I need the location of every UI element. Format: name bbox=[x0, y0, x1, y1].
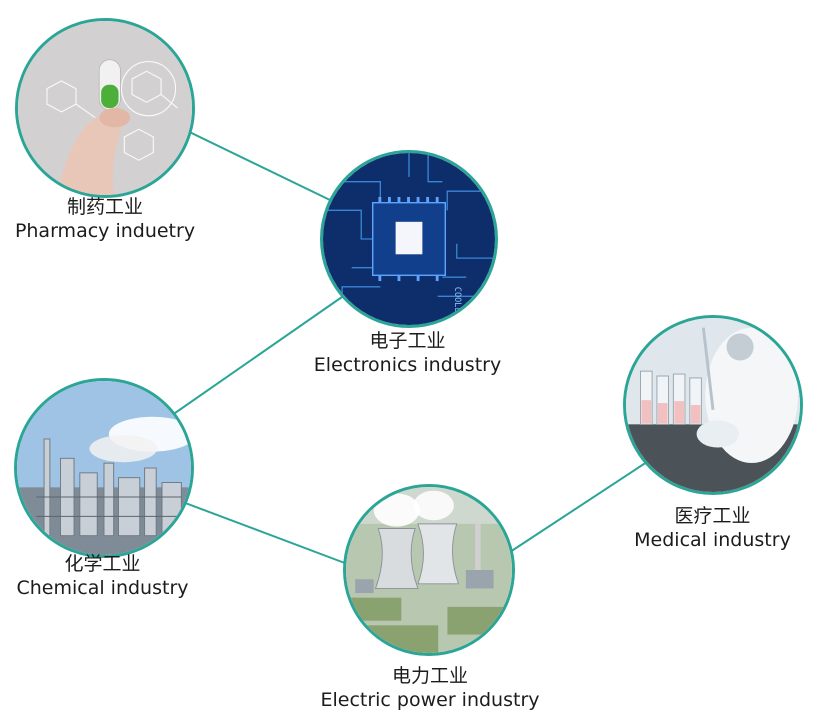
medical-label: 医疗工业 Medical industry bbox=[615, 505, 810, 553]
lab-vials-icon bbox=[626, 318, 800, 492]
pharmacy-label-cn: 制药工业 bbox=[66, 196, 143, 218]
electronics-label: 电子工业 Electronics industry bbox=[300, 330, 515, 378]
link-power-medical bbox=[509, 459, 651, 553]
power-image bbox=[343, 484, 515, 656]
medical-label-en: Medical industry bbox=[634, 528, 791, 551]
electronics-label-en: Electronics industry bbox=[313, 353, 502, 376]
medical-label-cn: 医疗工业 bbox=[674, 505, 751, 527]
pharmacy-label-en: Pharmacy induetry bbox=[14, 219, 196, 242]
chemical-label: 化学工业 Chemical industry bbox=[0, 553, 205, 601]
medical-image bbox=[623, 315, 803, 495]
pharmacy-label: 制药工业 Pharmacy induetry bbox=[5, 196, 205, 244]
link-chemical-power bbox=[171, 497, 351, 566]
chemical-image bbox=[14, 378, 194, 558]
link-electronics-chemical bbox=[164, 289, 353, 421]
pharmacy-image bbox=[15, 18, 195, 198]
link-pharmacy-electronics bbox=[174, 124, 331, 201]
chip-label: COOLER bbox=[452, 287, 462, 319]
circuit-chip-icon: COOLER bbox=[323, 153, 495, 325]
chemical-label-cn: 化学工业 bbox=[64, 553, 141, 575]
power-label-en: Electric power industry bbox=[320, 688, 540, 711]
power-label-cn: 电力工业 bbox=[391, 665, 468, 687]
capsule-molecule-icon bbox=[18, 21, 192, 195]
electronics-image: COOLER bbox=[320, 150, 498, 328]
cooling-tower-icon bbox=[346, 487, 512, 653]
electronics-label-cn: 电子工业 bbox=[369, 330, 446, 352]
chemical-plant-icon bbox=[17, 381, 191, 555]
chemical-label-en: Chemical industry bbox=[16, 576, 189, 599]
power-label: 电力工业 Electric power industry bbox=[300, 665, 560, 713]
